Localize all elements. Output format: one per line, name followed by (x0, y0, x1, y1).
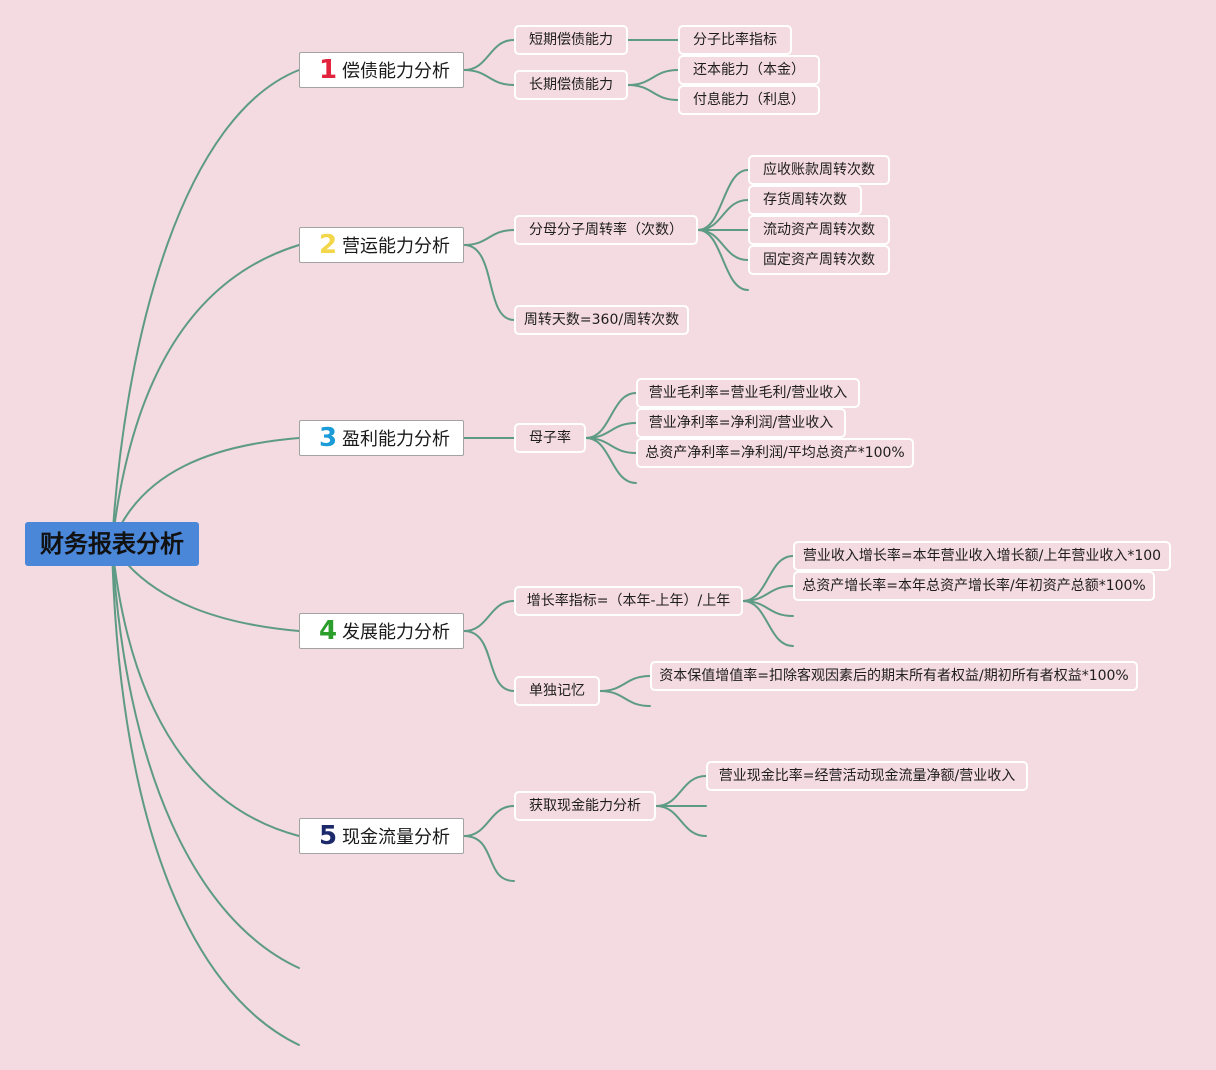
connector (111, 69, 300, 545)
short-term-solvency-topic[interactable]: 短期偿债能力 (514, 25, 628, 55)
principal-repayment-topic[interactable]: 还本能力（本金） (678, 55, 820, 85)
connector (463, 600, 515, 632)
cash-acquisition-topic[interactable]: 获取现金能力分析 (514, 791, 656, 821)
ratio-topic[interactable]: 母子率 (514, 423, 586, 453)
connector (627, 84, 679, 101)
turnover-ratio-topic[interactable]: 分母分子周转率（次数） (514, 215, 698, 245)
cash-flow-topic[interactable]: 5 现金流量分析 (299, 818, 464, 854)
connector (463, 244, 515, 321)
connector (697, 229, 749, 291)
connector (111, 244, 300, 545)
connector (111, 543, 300, 837)
inventory-turnover-topic[interactable]: 存货周转次数 (748, 185, 862, 215)
asset-growth-topic[interactable]: 总资产增长率=本年总资产增长率/年初资产总额*100% (793, 571, 1155, 601)
numerator-ratio-indicator-topic[interactable]: 分子比率指标 (678, 25, 792, 55)
operating-cash-ratio-topic[interactable]: 营业现金比率=经营活动现金流量净额/营业收入 (706, 761, 1028, 791)
growth-capacity-topic[interactable]: 4 发展能力分析 (299, 613, 464, 649)
connector (463, 835, 515, 882)
topic-number-marker: 2 (319, 230, 338, 260)
topic-number-marker: 4 (319, 616, 338, 646)
profitability-topic[interactable]: 3 盈利能力分析 (299, 420, 464, 456)
return-on-assets-topic[interactable]: 总资产净利率=净利润/平均总资产*100% (636, 438, 914, 468)
connector (599, 675, 651, 692)
connector (463, 69, 515, 86)
connector (463, 229, 515, 246)
connector (655, 775, 707, 807)
connector (111, 437, 300, 545)
topic-label: 发展能力分析 (342, 622, 450, 643)
topic-label: 偿债能力分析 (342, 61, 450, 82)
connector (742, 600, 794, 647)
capital-preservation-topic[interactable]: 资本保值增值率=扣除客观因素后的期末所有者权益/期初所有者权益*100% (650, 661, 1138, 691)
current-assets-turnover-topic[interactable]: 流动资产周转次数 (748, 215, 890, 245)
connector (599, 690, 651, 707)
fixed-assets-turnover-topic[interactable]: 固定资产周转次数 (748, 245, 890, 275)
solvency-analysis-topic[interactable]: 1 偿债能力分析 (299, 52, 464, 88)
topic-number-marker: 5 (319, 821, 338, 851)
growth-rate-indicator-topic[interactable]: 增长率指标=（本年-上年）/上年 (514, 586, 743, 616)
connector (585, 437, 637, 484)
memorize-separately-topic[interactable]: 单独记忆 (514, 676, 600, 706)
connector (627, 69, 679, 86)
connector (111, 543, 300, 969)
long-term-solvency-topic[interactable]: 长期偿债能力 (514, 70, 628, 100)
connector (463, 630, 515, 692)
topic-label: 现金流量分析 (342, 827, 450, 848)
topic-number-marker: 3 (319, 423, 338, 453)
topic-number-marker: 1 (319, 55, 338, 85)
connector (697, 199, 749, 231)
net-margin-topic[interactable]: 营业净利率=净利润/营业收入 (636, 408, 846, 438)
topic-label: 盈利能力分析 (342, 429, 450, 450)
connector (463, 39, 515, 71)
turnover-days-topic[interactable]: 周转天数=360/周转次数 (514, 305, 689, 335)
topic-label: 营运能力分析 (342, 236, 450, 257)
connector (463, 805, 515, 837)
connector (111, 543, 300, 1046)
connector (697, 229, 749, 261)
root-topic[interactable]: 财务报表分析 (25, 522, 199, 566)
connector (655, 805, 707, 837)
connector (697, 169, 749, 231)
operating-capacity-topic[interactable]: 2 营运能力分析 (299, 227, 464, 263)
receivables-turnover-topic[interactable]: 应收账款周转次数 (748, 155, 890, 185)
gross-margin-topic[interactable]: 营业毛利率=营业毛利/营业收入 (636, 378, 860, 408)
revenue-growth-topic[interactable]: 营业收入增长率=本年营业收入增长额/上年营业收入*100 (793, 541, 1171, 571)
interest-payment-topic[interactable]: 付息能力（利息） (678, 85, 820, 115)
